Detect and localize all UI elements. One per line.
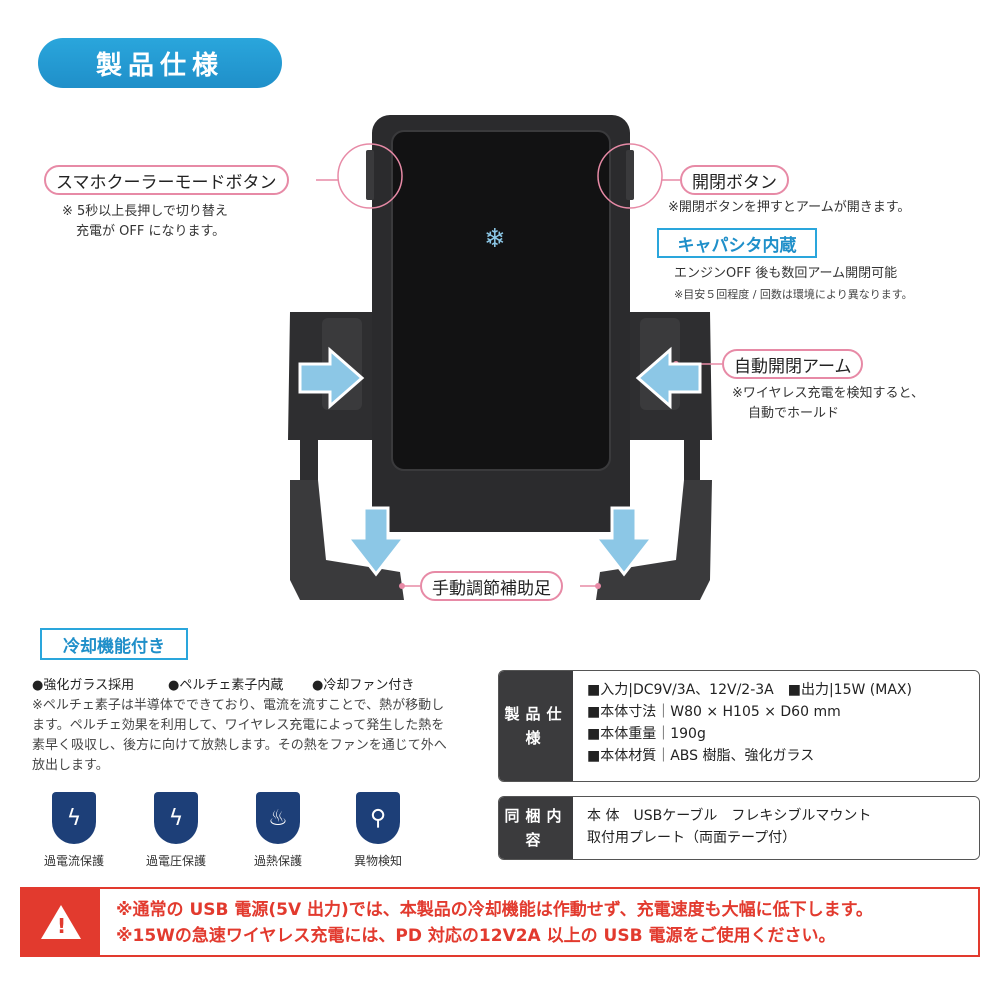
protection-overvoltage: ϟ 過電圧保護 <box>136 792 216 869</box>
contents-table-body: 本 体 USBケーブル フレキシブルマウント 取付用プレート（両面テープ付） <box>573 797 979 859</box>
warning-banner: ! ※通常の USB 電源(5V 出力)では、本製品の冷却機能は作動せず、充電速… <box>20 887 980 957</box>
spec-row: ■本体重量｜190g <box>587 726 706 742</box>
lightning-icon: ϟ <box>52 792 96 844</box>
open-side-button <box>626 150 634 200</box>
device-illustration <box>288 115 722 600</box>
right-down-arrow-icon <box>592 506 656 577</box>
warning-line-1: ※通常の USB 電源(5V 出力)では、本製品の冷却機能は作動せず、充電速度も… <box>116 900 873 920</box>
open-button-note: ※開閉ボタンを押すとアームが開きます。 <box>668 200 911 215</box>
warning-icon: ! <box>22 889 100 955</box>
protection-label: 過電圧保護 <box>145 854 206 868</box>
spec-table-header: 製品仕様 <box>499 671 573 781</box>
auto-arm-note-2: 自動でホールド <box>748 406 840 421</box>
cooler-side-button <box>366 150 374 200</box>
spec-row: ■入力|DC9V/3A、12V/2-3A ■出力|15W (MAX) <box>587 682 912 698</box>
right-arrow-icon <box>635 346 702 410</box>
cooling-description: ※ペルチェ素子は半導体でできており、電流を流すことで、熱が移動します。ペルチェ効… <box>32 698 447 773</box>
manual-foot-callout: 手動調節補助足 <box>420 571 563 601</box>
auto-arm-callout: 自動開閉アーム <box>722 349 864 379</box>
capacitor-note: エンジンOFF 後も数回アーム開閉可能 <box>674 266 898 281</box>
spec-row: ■本体材質｜ABS 樹脂、強化ガラス <box>587 748 815 764</box>
heat-icon: ♨ <box>256 792 300 844</box>
cooler-button-note-1: ※ 5秒以上長押しで切り替え <box>62 204 228 219</box>
contents-row: 本 体 USBケーブル フレキシブルマウント <box>587 808 872 824</box>
protection-foreign-object: ⚲ 異物検知 <box>338 792 418 869</box>
cooler-button-callout: スマホクーラーモードボタン <box>44 165 289 195</box>
spec-table-body: ■入力|DC9V/3A、12V/2-3A ■出力|15W (MAX) ■本体寸法… <box>573 671 979 781</box>
spec-table: 製品仕様 ■入力|DC9V/3A、12V/2-3A ■出力|15W (MAX) … <box>498 670 980 782</box>
magnifier-icon: ⚲ <box>356 792 400 844</box>
capacitor-badge: キャパシタ内蔵 <box>657 228 817 258</box>
cooler-button-note-2: 充電が OFF になります。 <box>76 224 226 239</box>
warning-text: ※通常の USB 電源(5V 出力)では、本製品の冷却機能は作動せず、充電速度も… <box>100 889 889 955</box>
feature-glass: ●強化ガラス採用 <box>32 678 135 693</box>
feature-peltier: ●ペルチェ素子内蔵 <box>168 678 284 693</box>
warning-line-2: ※15Wの急速ワイヤレス充電には、PD 対応の12V2A 以上の USB 電源を… <box>116 926 836 946</box>
spec-row: ■本体寸法｜W80 × H105 × D60 mm <box>587 704 841 720</box>
protection-label: 過電流保護 <box>43 854 104 868</box>
protection-overheat: ♨ 過熱保護 <box>238 792 318 869</box>
cooler-button-highlight <box>337 143 403 209</box>
lightning-icon: ϟ <box>154 792 198 844</box>
cooling-badge: 冷却機能付き <box>40 628 188 660</box>
auto-arm-note-1: ※ワイヤレス充電を検知すると、 <box>732 386 924 401</box>
open-button-callout: 開閉ボタン <box>680 165 789 195</box>
contents-row: 取付用プレート（両面テープ付） <box>587 830 797 846</box>
device-screen <box>391 130 611 471</box>
protection-overcurrent: ϟ 過電流保護 <box>34 792 114 869</box>
page-title: 製品仕様 <box>38 38 282 88</box>
feature-fan: ●冷却ファン付き <box>312 678 415 693</box>
protection-label: 異物検知 <box>353 854 402 868</box>
capacitor-note-small: ※目安５回程度 / 回数は環境により異なります。 <box>674 288 913 301</box>
left-down-arrow-icon <box>344 506 408 577</box>
open-button-highlight <box>597 143 663 209</box>
snowflake-icon: ❄ <box>484 224 506 254</box>
contents-table-header: 同梱内容 <box>499 797 573 859</box>
contents-table: 同梱内容 本 体 USBケーブル フレキシブルマウント 取付用プレート（両面テー… <box>498 796 980 860</box>
protection-label: 過熱保護 <box>253 854 302 868</box>
left-arrow-icon <box>298 346 365 410</box>
